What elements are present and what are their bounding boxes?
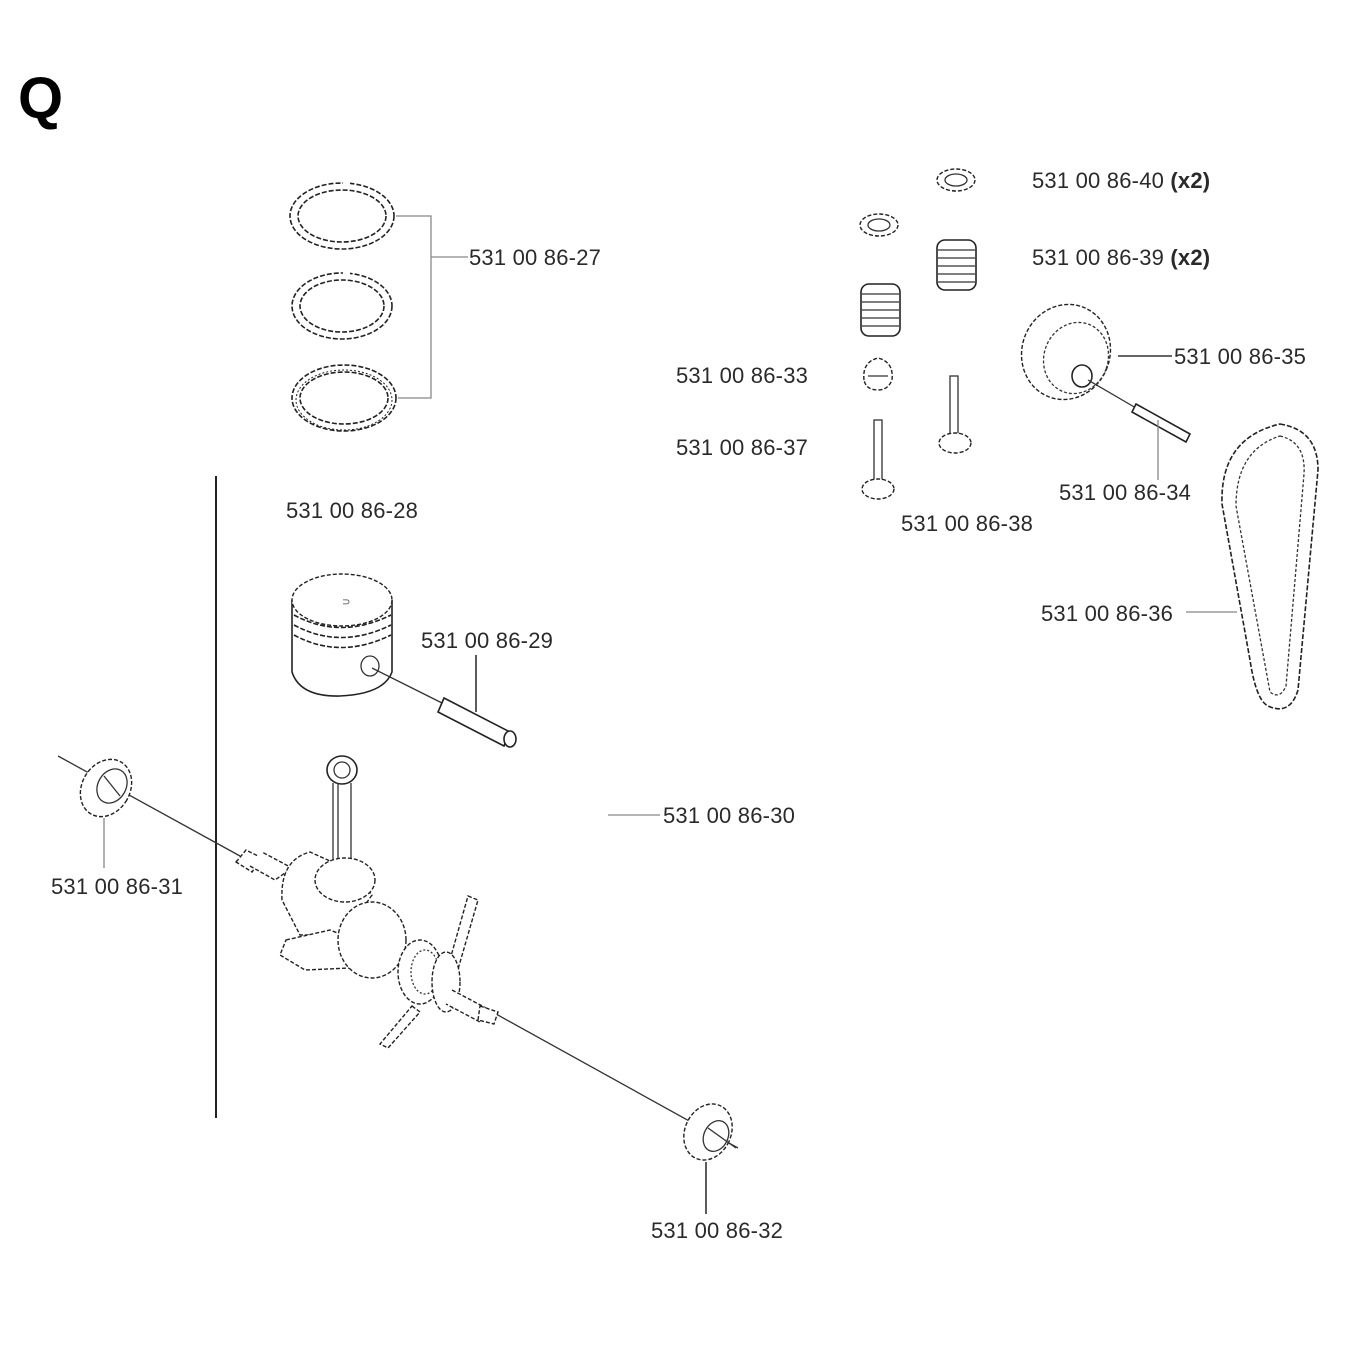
part-number-40: 531 00 86-40 [1032, 168, 1165, 193]
quantity-40: (x2) [1170, 168, 1211, 193]
svg-text:⊃: ⊃ [342, 597, 350, 608]
part-label-37[interactable]: 531 00 86-37 [676, 435, 809, 460]
piston-ring-oil[interactable] [291, 364, 397, 432]
piston-ring-1[interactable] [289, 181, 395, 250]
piston[interactable]: ⊃ [291, 573, 393, 697]
part-label-28[interactable]: 531 00 86-28 [286, 498, 419, 523]
crankshaft[interactable] [234, 755, 499, 1049]
part-label-33[interactable]: 531 00 86-33 [676, 363, 809, 388]
part-label-35[interactable]: 531 00 86-35 [1174, 344, 1307, 369]
part-label-30[interactable]: 531 00 86-30 [663, 803, 796, 828]
valve-spring-b[interactable] [860, 283, 901, 337]
part-label-31[interactable]: 531 00 86-31 [51, 874, 184, 899]
timing-belt[interactable] [1221, 423, 1319, 710]
valve-guide[interactable] [863, 357, 893, 391]
camshaft-pin[interactable] [1130, 402, 1192, 444]
spring-retainer-a[interactable] [936, 168, 976, 192]
part-label-40[interactable]: 531 00 86-40 (x2) [1032, 170, 1210, 192]
piston-ring-2[interactable] [291, 271, 393, 340]
part-label-38[interactable]: 531 00 86-38 [901, 511, 1034, 536]
leader-27-bracket [396, 215, 432, 399]
piston-pin[interactable] [436, 696, 517, 748]
valve-spring-a[interactable] [936, 239, 977, 291]
part-label-32[interactable]: 531 00 86-32 [651, 1218, 784, 1243]
part-label-39[interactable]: 531 00 86-39 (x2) [1032, 247, 1210, 269]
seal-ring-right[interactable] [675, 1096, 741, 1168]
exhaust-valve[interactable] [938, 375, 972, 454]
part-label-36[interactable]: 531 00 86-36 [1041, 601, 1174, 626]
camshaft-pulley[interactable] [1008, 292, 1124, 412]
part-label-34[interactable]: 531 00 86-34 [1059, 480, 1192, 505]
section-letter: Q [18, 66, 64, 131]
part-number-39: 531 00 86-39 [1032, 245, 1165, 270]
seal-ring-left[interactable] [70, 750, 142, 826]
part-label-27[interactable]: 531 00 86-27 [469, 245, 602, 270]
quantity-39: (x2) [1170, 245, 1211, 270]
spring-retainer-b[interactable] [859, 213, 899, 237]
part-label-29[interactable]: 531 00 86-29 [421, 628, 554, 653]
intake-valve[interactable] [861, 419, 895, 500]
